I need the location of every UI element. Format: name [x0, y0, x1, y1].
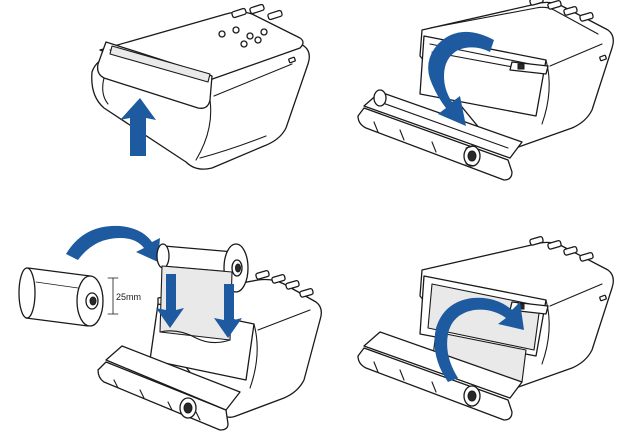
payment-terminal-closed [91, 3, 310, 170]
payment-terminal-open [357, 236, 614, 421]
keypad-buttons [529, 0, 594, 22]
paper-roll-loose [18, 267, 104, 327]
keypad-buttons [218, 3, 283, 48]
step-insert-paper: 25mm [18, 225, 322, 431]
arrow-down-icon [214, 284, 242, 338]
keypad-buttons [255, 270, 314, 298]
step-open-cover [91, 3, 310, 170]
curved-arrow-icon [428, 31, 494, 126]
roll-diameter-label: 25mm [116, 292, 141, 302]
arrow-down-icon [156, 274, 184, 328]
keypad-buttons [529, 236, 594, 262]
payment-terminal-open [357, 0, 614, 181]
step-cover-open [357, 0, 614, 181]
step-close-cover [357, 236, 614, 421]
curved-arrow-icon [66, 225, 160, 262]
arrow-up-icon [120, 98, 156, 156]
curved-arrow-icon [434, 297, 524, 382]
paper-roll-inserting [156, 243, 249, 344]
roll-dimension-marker: 25mm [107, 277, 141, 315]
